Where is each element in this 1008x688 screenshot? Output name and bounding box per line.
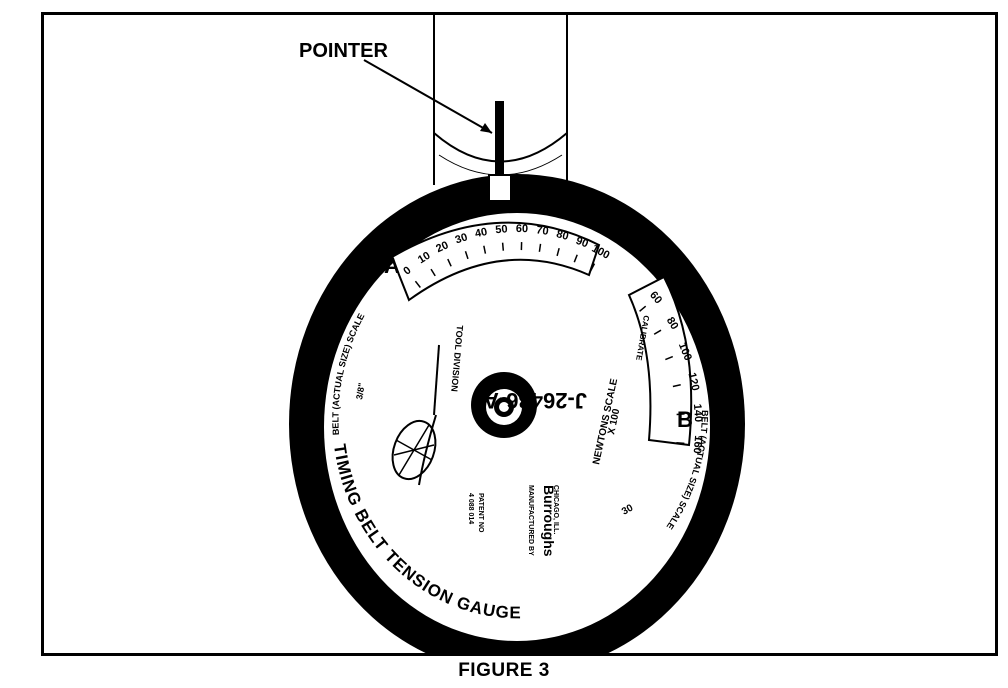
manufacturer-logo: Burroughs: [541, 485, 557, 557]
patent-line-1: PATENT NO: [477, 493, 484, 533]
scale-a-tick-label: 40: [474, 226, 488, 240]
pointer-needle: [488, 101, 512, 202]
scale-a-tick-label: 60: [516, 223, 529, 235]
pointer-leader-line: [363, 59, 493, 134]
scale-b-tick-label: 120: [685, 371, 701, 392]
scale-b-tick-label: 140: [691, 403, 704, 422]
scale-b-tick-mark: [672, 383, 681, 388]
scale-a-tick-mark: [483, 245, 487, 254]
belt-width-b: 30: [620, 502, 636, 517]
part-number: J-26486-A: [483, 388, 587, 413]
scale-a-tick-mark: [590, 263, 596, 272]
manufacturer-city: CHICAGO, ILL.: [552, 485, 559, 534]
scale-b-tick-mark: [639, 305, 647, 312]
scale-a-tick-label: 10: [416, 250, 433, 267]
scale-b-label: B: [677, 407, 693, 432]
scale-a-tick-mark: [501, 242, 505, 251]
scale-a-tick-label: 70: [535, 224, 549, 238]
scale-a-tick-label: 80: [555, 228, 570, 243]
scale-a-tick-mark: [464, 251, 469, 260]
scale-a-label: A: [384, 253, 400, 278]
scale-b-tick-label: 160: [691, 435, 705, 454]
scale-a-tick-label: 50: [495, 223, 508, 236]
scale-a-window: [390, 221, 601, 302]
scale-a-tick-label: 30: [454, 231, 469, 246]
scale-b-tick-mark: [676, 413, 685, 416]
scale-a-tick-mark: [430, 268, 436, 277]
scale-b-tick-label: 80: [664, 315, 681, 332]
scale-a-tick-label: 90: [574, 235, 590, 251]
scale-b-window: [627, 275, 693, 447]
scale-a-tick-mark: [414, 280, 421, 288]
scale-b-tick-mark: [653, 329, 662, 335]
manufactured-by: MANUFACTURED BY: [527, 485, 534, 556]
scale-a-tick-mark: [573, 254, 578, 263]
scale-b-tick-mark: [665, 355, 674, 361]
scale-a-tick-mark: [556, 247, 560, 257]
scale-a-tick-mark: [538, 243, 542, 252]
scale-b-tick-mark: [676, 441, 685, 445]
belt-width-a: 3/8": [354, 382, 367, 400]
scale-a-tick-mark: [447, 258, 452, 267]
newtons-multiplier: X 100: [606, 407, 622, 435]
figure-caption: FIGURE 3: [458, 660, 550, 681]
patent-line-2: 4 088 014: [467, 493, 474, 524]
pointer-label: POINTER: [299, 40, 388, 62]
scale-a-tick-label: 20: [434, 239, 450, 255]
globe-logo: [391, 344, 440, 486]
